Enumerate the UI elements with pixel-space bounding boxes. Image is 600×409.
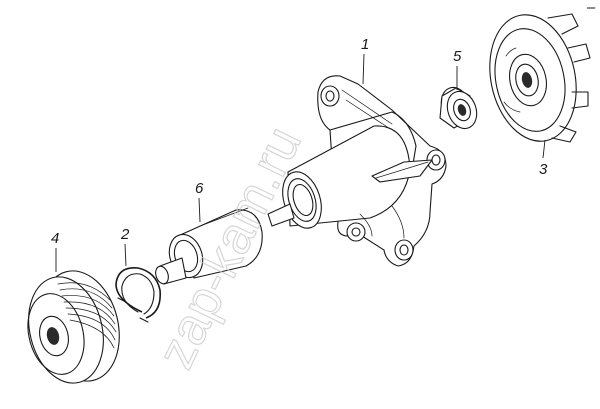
pulley-part (27, 270, 120, 384)
callout-number: 3 (539, 161, 548, 178)
callout-number: 2 (120, 226, 130, 243)
callout-6: 6 (195, 180, 204, 223)
callout-5: 5 (453, 48, 462, 90)
callout-number: 1 (361, 36, 369, 53)
pump-housing-part (282, 75, 447, 267)
seal-part (439, 86, 478, 130)
callout-number: 6 (195, 180, 204, 197)
callout-3: 3 (539, 139, 548, 178)
callout-4: 4 (51, 230, 59, 272)
impeller-part (489, 13, 591, 143)
callout-number: 4 (51, 230, 59, 247)
bearing-shaft-part (155, 203, 295, 285)
snap-ring-part (115, 267, 162, 323)
callout-2: 2 (120, 226, 130, 267)
callout-number: 5 (453, 48, 462, 65)
callout-1: 1 (361, 36, 369, 85)
corner-mark: – (586, 0, 596, 16)
